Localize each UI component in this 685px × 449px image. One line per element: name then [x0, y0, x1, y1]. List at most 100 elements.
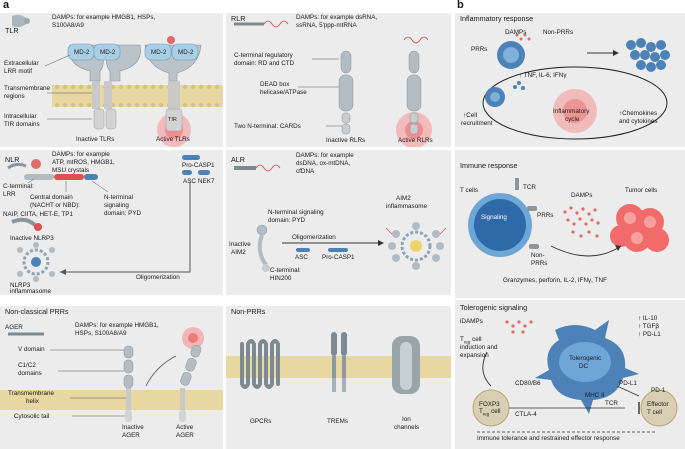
inflam-damps: DAMPs [505, 29, 527, 36]
tlr-md2-b: MD-2 [100, 49, 116, 56]
immune-prrs: PRRs [537, 212, 554, 219]
toler-dc-2: DC [579, 363, 589, 370]
tlr-md2-a: MD-2 [74, 49, 90, 56]
immune-effectors: Granzymes, perforin, IL-2, IFNγ, TNF [503, 277, 607, 284]
ager-damps-2: HSPs, S100A8/A9 [75, 330, 127, 337]
immune-illustration [468, 178, 669, 257]
ager-tm: Transmembrane [8, 390, 54, 397]
toler-il10: ↑ IL-10 [638, 315, 658, 322]
rlr-cards: Two N-terminal: CARDs [234, 123, 301, 130]
nlr-central-2: (NACHT or NBD): [30, 202, 80, 209]
toler-foxp3-t: T [479, 408, 483, 415]
nlr-central: Central domain [30, 194, 73, 201]
nonprr-illustration [226, 332, 451, 394]
alr-aim2-inflammasome-2: inflammasome [386, 203, 427, 210]
inflam-chemokines-2: and cytokines [619, 118, 658, 125]
nlr-nterm-3: domain: PYD [104, 210, 142, 217]
inflam-nonprrs: Non-PRRs [543, 29, 574, 36]
toler-treg-cell: cell [472, 336, 482, 343]
rlr-dead: DEAD box [260, 81, 290, 88]
nlr-title: NLR [5, 155, 20, 164]
nlr-cterm-2: LRR [3, 191, 16, 198]
toler-treg-sub: reg [463, 339, 471, 345]
rlr-illustration [234, 20, 432, 147]
toler-foxp3-sub: reg [482, 411, 490, 417]
immune-damps: DAMPs [571, 192, 593, 199]
tlr-md2-c: MD-2 [151, 49, 167, 56]
alr-aim2-inflammasome: AIM2 [396, 195, 411, 202]
ager-inactive: Inactive [122, 424, 144, 431]
alr-cterm: C-terminal: [270, 267, 301, 274]
tlr-tir-box: TIR [168, 117, 177, 123]
nlr-damps: DAMPs: for example [52, 151, 110, 158]
nlr-nterm-2: signaling [104, 202, 129, 209]
nlr-inflammasome: NLRP3 [10, 282, 31, 289]
alr-nterm: N-terminal signaling [268, 209, 324, 216]
nlr-panel: NLR DAMPs: for example ATP, mtROS, HMGB1… [0, 150, 223, 295]
panel-label-a: a [3, 0, 10, 11]
toler-treg-induction: Treg cell [460, 336, 482, 345]
rlr-damps: DAMPs: for example dsRNA, [296, 14, 378, 21]
tlr-tir-label: Intracellular [4, 113, 37, 120]
inflam-panel: Inflammatory response DAMPs Non-PRRs PRR… [455, 13, 685, 147]
rlr-cterm: C-terminal regulatory [234, 52, 293, 59]
alr-cterm-2: HIN200 [270, 275, 292, 282]
alr-inactive-2: AIM2 [231, 249, 246, 256]
toler-footer: Immune tolerance and restrained effector… [477, 435, 620, 442]
alr-procasp: Pro-CASP1 [322, 254, 355, 261]
rlr-cterm-2: domain: RD and CTD [234, 60, 295, 67]
alr-asc: ASC [295, 254, 308, 261]
nlr-procasp: Pro-CASP1 [182, 162, 215, 169]
toler-pdl1b: PD-L1 [619, 380, 637, 387]
rlr-damps-2: ssRNA, 5'ppp-mtRNA [296, 22, 357, 29]
immune-signaling: Signaling [481, 214, 507, 221]
immune-tcells: T cells [460, 187, 479, 194]
tlr-illustration [12, 14, 223, 147]
tlr-tm-label-2: regions [4, 93, 25, 100]
nlr-nterm: N-terminal [104, 194, 134, 201]
rlr-panel: RLR DAMPs: for example dsRNA, ssRNA, 5'p… [226, 13, 451, 147]
ager-cyto: Cytosolic tail [14, 413, 50, 420]
tlr-tm-label: Transmembrane [4, 85, 50, 92]
nonprr-ion-2: channels [394, 424, 420, 431]
toler-ctla4: CTLA-4 [515, 411, 537, 418]
ager-active: Active [176, 424, 194, 431]
ager-name: AGER [5, 324, 23, 331]
tlr-active-label: Active TLRs [156, 136, 190, 143]
toler-tgfb: ↑ TGFβ [638, 323, 659, 330]
ager-c-2: domains [18, 370, 42, 377]
toler-dc: Tolerogenic [569, 355, 602, 362]
inflam-cycle-2: cycle [565, 116, 580, 123]
rlr-active-label: Active RLRs [398, 137, 433, 144]
panel-label-b: b [457, 0, 464, 11]
toler-treg-induction-2: induction and [460, 344, 498, 351]
nlr-olig: Oligomerization [136, 274, 180, 281]
tlr-panel: TLR DAMPs: for example HMGB1, HSPs, S100… [0, 13, 223, 147]
ager-inactive-2: AGER [122, 432, 140, 439]
toler-treg-induction-3: expansion [460, 352, 489, 359]
nlr-damps-3: MSU crystals [52, 167, 90, 174]
alr-title: ALR [231, 155, 245, 164]
toler-foxp3-treg: Treg cell [479, 408, 501, 417]
immune-nonprrs: Non- [531, 252, 545, 259]
ager-panel: Non-classical PRRs AGER DAMPs: for examp… [0, 306, 223, 449]
nlr-central-3: NAIP, CIITA, HET-E, TP1 [3, 211, 73, 218]
alr-inactive: Inactive [229, 241, 251, 248]
toler-treg-t: T [460, 336, 464, 343]
rlr-title: RLR [231, 14, 246, 23]
nlr-illustration [7, 155, 210, 282]
toler-effector: Effector [647, 401, 669, 408]
nlr-damps-2: ATP, mtROS, HMGB1, [52, 159, 115, 166]
inflam-cycle: Inflammatory [553, 108, 590, 115]
tlr-tir-label-2: TIR domains [4, 121, 40, 128]
inflam-title: Inflammatory response [460, 14, 534, 23]
tlr-inactive-label: Inactive TLRs [76, 136, 115, 143]
nonprr-panel: Non-PRRs GPCRs TREMs Ion channels [226, 306, 451, 449]
immune-panel: Immune response T cells TCR DAMPs Tumor … [455, 150, 685, 298]
toler-panel: Tolerogenic signaling iDAMPs ↑ IL-10 ↑ T… [455, 300, 685, 449]
nonprr-gpcr: GPCRs [250, 418, 272, 425]
toler-tcr: TCR [605, 400, 618, 407]
tlr-title: TLR [5, 26, 19, 35]
ager-title: Non-classical PRRs [5, 307, 69, 316]
nonprr-trem: TREMs [327, 418, 348, 425]
